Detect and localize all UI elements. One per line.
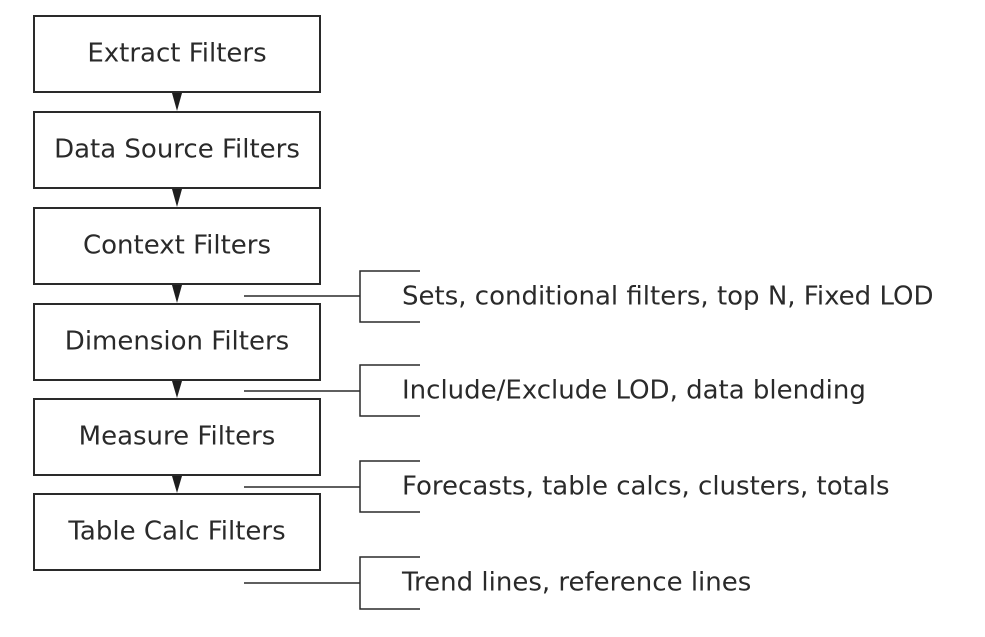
filter-box-label: Data Source Filters bbox=[54, 135, 300, 165]
down-arrow-icon bbox=[172, 381, 182, 398]
filter-box-5: Measure Filters bbox=[33, 398, 321, 476]
annotation-1: Sets, conditional filters, top N, Fixed … bbox=[244, 270, 934, 323]
annotation-4: Trend lines, reference lines bbox=[244, 556, 751, 610]
down-arrow-icon bbox=[172, 285, 182, 303]
filter-box-label: Context Filters bbox=[83, 231, 271, 261]
filter-box-label: Dimension Filters bbox=[65, 327, 289, 357]
annotation-label: Include/Exclude LOD, data blending bbox=[402, 376, 866, 406]
down-arrow-icon bbox=[172, 476, 182, 493]
filter-box-4: Dimension Filters bbox=[33, 303, 321, 381]
filter-box-label: Extract Filters bbox=[87, 39, 266, 69]
filter-box-label: Table Calc Filters bbox=[67, 517, 285, 547]
filter-box-2: Data Source Filters bbox=[33, 111, 321, 189]
annotation-label: Trend lines, reference lines bbox=[401, 568, 751, 598]
filter-box-3: Context Filters bbox=[33, 207, 321, 285]
down-arrow-icon bbox=[172, 93, 182, 111]
annotation-2: Include/Exclude LOD, data blending bbox=[244, 364, 866, 417]
filter-box-label: Measure Filters bbox=[79, 422, 276, 452]
filter-box-6: Table Calc Filters bbox=[33, 493, 321, 571]
annotation-3: Forecasts, table calcs, clusters, totals bbox=[244, 460, 890, 513]
annotation-label: Forecasts, table calcs, clusters, totals bbox=[402, 472, 890, 502]
down-arrow-icon bbox=[172, 189, 182, 207]
annotation-label: Sets, conditional filters, top N, Fixed … bbox=[402, 282, 934, 312]
filter-box-1: Extract Filters bbox=[33, 15, 321, 93]
